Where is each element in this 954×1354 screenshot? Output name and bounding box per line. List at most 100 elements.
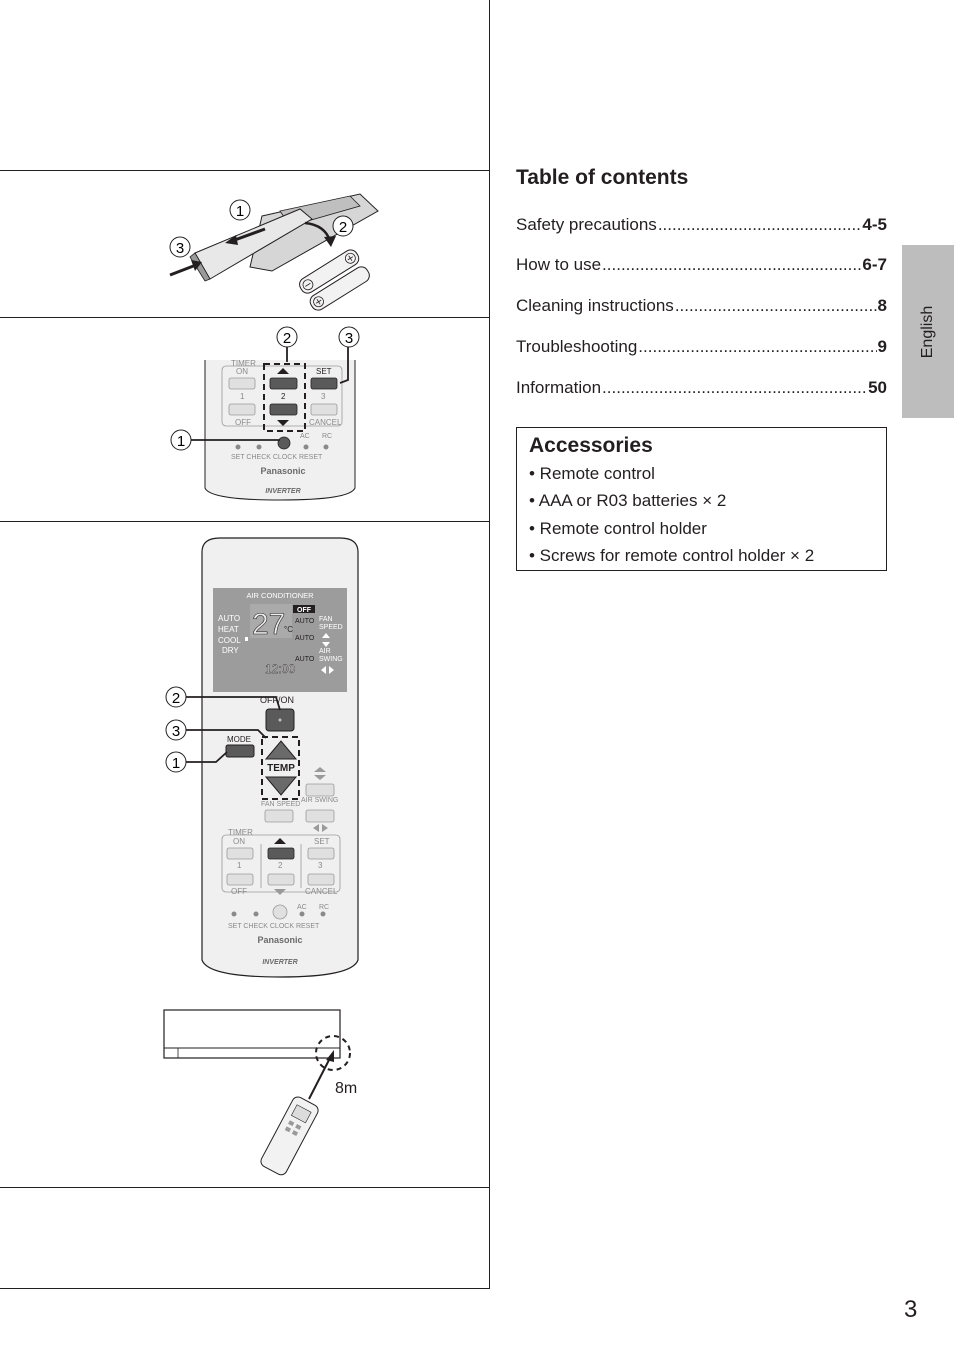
- section-divider: [0, 1288, 490, 1289]
- svg-text:RC: RC: [319, 904, 329, 911]
- svg-text:SPEED: SPEED: [319, 624, 343, 631]
- toc-entry-page: 6-7: [862, 255, 887, 274]
- accessory-item: • AAA or R03 batteries × 2: [529, 491, 727, 510]
- svg-text:3: 3: [172, 723, 180, 740]
- svg-text:AUTO: AUTO: [218, 614, 240, 623]
- accessories-box: Accessories • Remote control • AAA or R0…: [516, 427, 887, 571]
- svg-text:3: 3: [321, 392, 326, 401]
- step-marker: 2: [276, 326, 298, 348]
- svg-text:AC: AC: [300, 433, 310, 440]
- svg-text:COOL: COOL: [218, 636, 241, 645]
- toc-leader-dots: ........................................…: [602, 378, 867, 397]
- toc-entry-label: How to use: [516, 255, 602, 274]
- toc-leader-dots: ........................................…: [638, 337, 877, 356]
- svg-text:8m: 8m: [335, 1080, 357, 1097]
- accessory-item: • Remote control: [529, 464, 655, 483]
- step-marker: 2: [165, 686, 187, 708]
- toc-entry[interactable]: How to use .............................…: [516, 255, 887, 277]
- step-marker: 1: [170, 429, 192, 451]
- svg-text:CANCEL: CANCEL: [305, 887, 338, 896]
- svg-text:2: 2: [172, 690, 180, 707]
- step-marker: 3: [169, 236, 191, 258]
- step-marker: 3: [338, 326, 360, 348]
- language-label: English: [919, 305, 936, 358]
- svg-text:CANCEL: CANCEL: [309, 418, 342, 427]
- svg-text:INVERTER: INVERTER: [265, 488, 300, 495]
- svg-text:ON: ON: [236, 367, 248, 376]
- remote-control-figure: AIR CONDITIONER AUTO HEAT COOL DRY 27 °C…: [0, 522, 489, 1187]
- column-divider: [489, 0, 490, 1289]
- step-marker: 1: [165, 751, 187, 773]
- toc-entry-label: Safety precautions: [516, 215, 657, 234]
- accessories-title: Accessories: [529, 434, 653, 457]
- toc-entry[interactable]: Safety precautions .....................…: [516, 215, 887, 237]
- toc-entry-label: Cleaning instructions: [516, 296, 674, 315]
- page-number: 3: [904, 1296, 918, 1323]
- svg-text:2: 2: [283, 330, 291, 347]
- battery-insertion-figure: 1 2 3: [0, 171, 489, 317]
- accessory-item: • Remote control holder: [529, 519, 707, 538]
- svg-text:AUTO: AUTO: [295, 656, 315, 663]
- svg-text:OFF: OFF: [235, 418, 251, 427]
- svg-text:OFF: OFF: [231, 887, 247, 896]
- svg-text:AIR SWING: AIR SWING: [301, 797, 338, 804]
- svg-text:3: 3: [318, 861, 323, 870]
- toc-leader-dots: ........................................…: [657, 215, 862, 234]
- toc-leader-dots: ........................................…: [602, 255, 862, 274]
- svg-text:SET: SET: [314, 837, 330, 846]
- svg-text:Panasonic: Panasonic: [260, 466, 305, 476]
- section-divider: [0, 1187, 490, 1188]
- toc-entry[interactable]: Troubleshooting ........................…: [516, 337, 887, 359]
- svg-text:TIMER: TIMER: [228, 828, 253, 837]
- svg-text:ON: ON: [233, 837, 245, 846]
- svg-text:2: 2: [339, 219, 347, 236]
- svg-text:AUTO: AUTO: [295, 618, 315, 625]
- svg-text:1: 1: [172, 755, 180, 772]
- toc-entry-label: Troubleshooting: [516, 337, 638, 356]
- language-tab: English: [902, 245, 954, 418]
- toc-entry-page: 50: [868, 378, 887, 397]
- svg-text:SWING: SWING: [319, 656, 343, 663]
- svg-text:SET CHECK CLOCK RESET: SET CHECK CLOCK RESET: [231, 454, 323, 461]
- svg-text:HEAT: HEAT: [218, 625, 239, 634]
- svg-text:AC: AC: [297, 904, 307, 911]
- section-divider: [0, 317, 490, 318]
- svg-text:AIR: AIR: [319, 648, 331, 655]
- section-divider: [0, 521, 490, 522]
- svg-text:3: 3: [345, 330, 353, 347]
- svg-text:AIR CONDITIONER: AIR CONDITIONER: [246, 591, 314, 600]
- svg-text:3: 3: [176, 240, 184, 257]
- toc-entry-page: 8: [877, 296, 887, 315]
- toc-entry[interactable]: Cleaning instructions ..................…: [516, 296, 887, 318]
- svg-text:RC: RC: [322, 433, 332, 440]
- section-divider: [0, 170, 490, 171]
- svg-text:INVERTER: INVERTER: [262, 959, 297, 966]
- clock-setting-figure: TIMER ON 1 OFF 2 SET 3 CANCEL AC RC SET …: [0, 318, 489, 521]
- svg-text:Panasonic: Panasonic: [257, 935, 302, 945]
- svg-text:FAN: FAN: [319, 616, 333, 623]
- svg-text:FAN SPEED: FAN SPEED: [261, 801, 300, 808]
- svg-text:TIMER: TIMER: [231, 359, 256, 368]
- svg-text:1: 1: [177, 433, 185, 450]
- toc-entry-page: 9: [877, 337, 887, 356]
- toc-title: Table of contents: [516, 166, 689, 189]
- toc-entry[interactable]: Information ............................…: [516, 378, 887, 400]
- toc-leader-dots: ........................................…: [674, 296, 877, 315]
- svg-text:OFF: OFF: [297, 607, 312, 614]
- toc-entry-page: 4-5: [862, 215, 887, 234]
- svg-text:AUTO: AUTO: [295, 635, 315, 642]
- toc-entry-label: Information: [516, 378, 602, 397]
- svg-text:2: 2: [281, 392, 286, 401]
- svg-text:°C: °C: [284, 625, 293, 634]
- svg-text:12:00: 12:00: [265, 662, 295, 676]
- svg-text:TEMP: TEMP: [267, 763, 295, 774]
- svg-text:SET CHECK CLOCK RESET: SET CHECK CLOCK RESET: [228, 923, 320, 930]
- svg-text:1: 1: [236, 203, 244, 220]
- step-marker: 3: [165, 719, 187, 741]
- svg-text:1: 1: [240, 392, 245, 401]
- accessory-item: • Screws for remote control holder × 2: [529, 546, 815, 565]
- svg-text:DRY: DRY: [222, 646, 239, 655]
- svg-text:27: 27: [252, 608, 285, 641]
- step-marker: 1: [229, 199, 251, 221]
- step-marker: 2: [332, 215, 354, 237]
